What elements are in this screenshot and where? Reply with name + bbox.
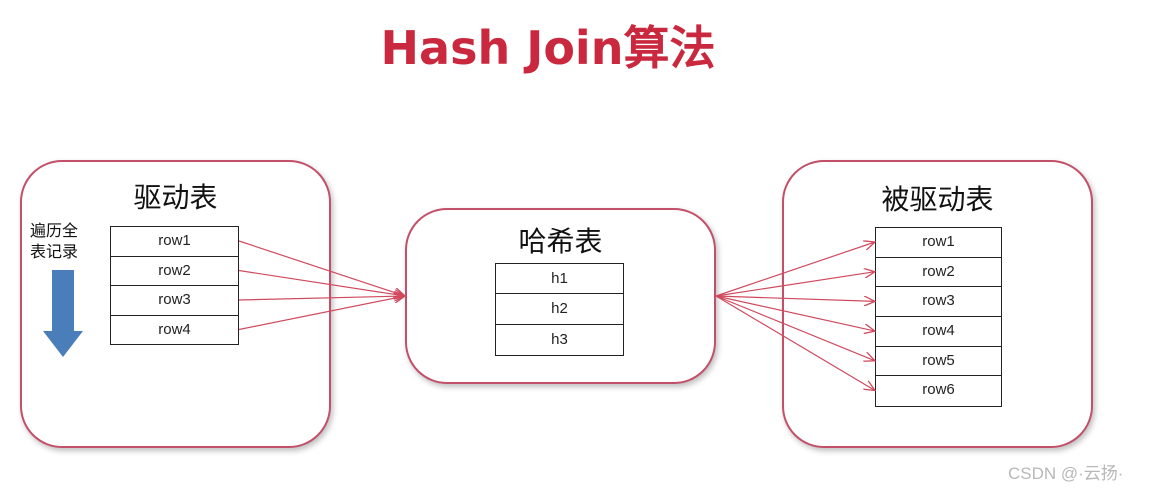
table-row: row1 xyxy=(111,227,238,257)
hash-arrow xyxy=(238,296,405,331)
watermark: CSDN @·云扬· xyxy=(1008,464,1124,483)
table-row: h2 xyxy=(496,294,623,325)
hash-table-title: 哈希表 xyxy=(518,225,603,258)
table-row: row1 xyxy=(876,228,1001,258)
table-row: row3 xyxy=(876,287,1001,318)
probe-arrow xyxy=(715,272,875,297)
probe-arrow xyxy=(715,295,875,391)
probe-arrow xyxy=(715,242,875,297)
table-row: h1 xyxy=(496,264,623,295)
table-row: row3 xyxy=(111,286,238,316)
hash-arrow xyxy=(238,269,405,297)
driven-table-title: 被驱动表 xyxy=(881,183,994,216)
table-row: row2 xyxy=(876,258,1001,288)
scan-direction-arrow-icon xyxy=(43,270,83,357)
diagram-title: Hash Join算法 xyxy=(380,21,716,75)
scan-label: 遍历全 表记录 xyxy=(30,221,79,261)
probe-arrow xyxy=(715,295,875,331)
table-row: row6 xyxy=(922,381,955,399)
table-row: row4 xyxy=(158,320,191,338)
table-row: row4 xyxy=(876,317,1001,347)
probe-arrow xyxy=(715,295,875,301)
hash-arrow xyxy=(238,240,405,296)
hash-arrow xyxy=(238,296,405,300)
table-row: h3 xyxy=(551,330,568,348)
probe-arrow xyxy=(715,295,875,361)
table-row: row5 xyxy=(876,347,1001,377)
driving-table-title: 驱动表 xyxy=(133,181,218,214)
table-row: row2 xyxy=(111,257,238,286)
